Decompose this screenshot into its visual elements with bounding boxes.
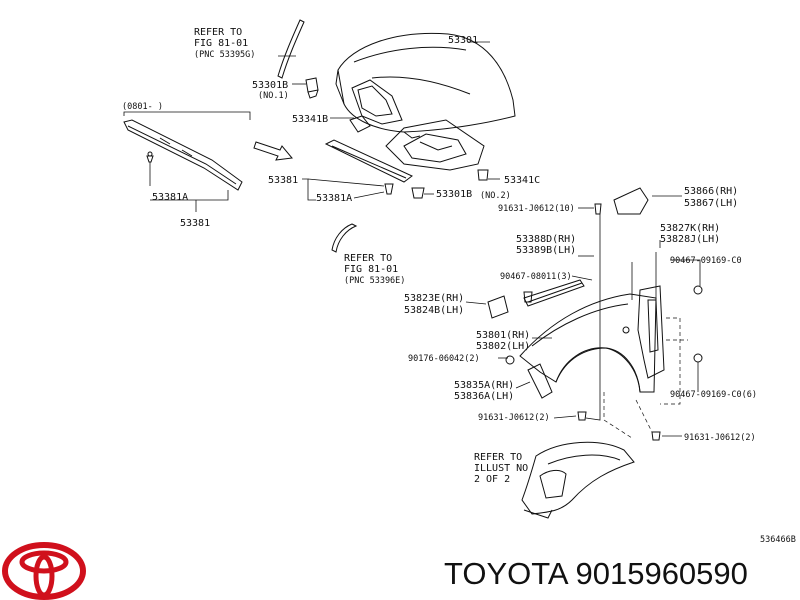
part-label-53301B-bottom: 53301B — [436, 189, 472, 200]
hood-strip-part-middle — [324, 139, 413, 183]
hood-bumper-part — [411, 169, 489, 199]
part-label-53802: 53802(LH) — [476, 341, 530, 352]
part-label-53828J: 53828J(LH) — [660, 234, 720, 245]
clip-label-90467-09169-c0: 90467-09169-C0 — [670, 256, 742, 266]
part-label-53867: 53867(LH) — [684, 198, 738, 209]
hood-strip-part-left — [123, 119, 243, 191]
direction-arrow — [253, 141, 293, 161]
bolt-label-91631-10: 91631-J0612(10) — [498, 204, 575, 214]
part-label-53381-middle: 53381 — [268, 175, 298, 186]
part-label-53801: 53801(RH) — [476, 330, 530, 341]
hood-clip-top — [305, 77, 319, 99]
refer-label-2-line1: REFER TO — [344, 253, 392, 264]
refer-label-2-line3: (PNC 53396E) — [344, 276, 405, 286]
part-label-53835A: 53835A(RH) — [454, 380, 514, 391]
refer-label-3-line1: REFER TO — [474, 452, 522, 463]
fender-liner-part — [521, 441, 635, 519]
refer-label-3-line2: ILLUST NO — [474, 463, 528, 474]
leader-lines — [123, 41, 701, 437]
refer-label-1-line1: REFER TO — [194, 27, 242, 38]
refer-label-1-line3: (PNC 53395G) — [194, 50, 255, 60]
refer-label-2-line2: FIG 81-01 — [344, 264, 398, 275]
clip-label-90467-08011: 90467-08011(3) — [500, 272, 572, 282]
part-label-53381A-left: 53381A — [152, 192, 188, 203]
part-note-no2: (NO.2) — [480, 191, 511, 201]
fender-bracket-part-upper — [613, 187, 649, 215]
hood-clip-mid — [384, 183, 394, 195]
part-label-53381A-middle: 53381A — [316, 193, 352, 204]
toyota-logo — [2, 542, 86, 600]
weatherstrip-reference-mid — [331, 223, 358, 253]
hood-clip-left — [146, 151, 154, 163]
fender-part — [519, 293, 657, 393]
fender-protector-part — [637, 285, 665, 379]
part-label-53836A: 53836A(LH) — [454, 391, 514, 402]
part-label-53381-left: 53381 — [180, 218, 210, 229]
part-label-53301B-top: 53301B — [252, 80, 288, 91]
fender-bracket-part-lower — [527, 363, 553, 399]
refer-label-3-line3: 2 OF 2 — [474, 474, 510, 485]
part-label-53341C: 53341C — [504, 175, 540, 186]
fender-seal-part — [523, 279, 585, 307]
part-label-53823E: 53823E(RH) — [404, 293, 464, 304]
part-label-53341B: 53341B — [292, 114, 328, 125]
drawing-number: 536466B — [760, 535, 796, 545]
fender-bracket-part-mid — [487, 291, 533, 319]
clip-label-90176-06042: 90176-06042(2) — [408, 354, 480, 364]
hood-part — [335, 32, 516, 139]
part-label-53827K: 53827K(RH) — [660, 223, 720, 234]
part-label-53388D: 53388D(RH) — [516, 234, 576, 245]
weatherstrip-reference-top — [277, 19, 305, 79]
part-label-53866: 53866(RH) — [684, 186, 738, 197]
clip-label-90467-09169-c0-6: 90467-09169-C0(6) — [670, 390, 757, 400]
hood-insulator-part — [349, 115, 485, 171]
part-note-no1: (NO.1) — [258, 91, 289, 101]
range-label: (0801- ) — [122, 102, 163, 112]
part-label-53824B: 53824B(LH) — [404, 305, 464, 316]
bolt-label-91631-2-left: 91631-J0612(2) — [478, 413, 550, 423]
bolt-label-91631-2-right: 91631-J0612(2) — [684, 433, 756, 443]
brand-part-number: TOYOTA 9015960590 — [444, 556, 748, 591]
dashed-guide-lines — [603, 317, 688, 439]
part-label-53389B: 53389B(LH) — [516, 245, 576, 256]
refer-label-1-line2: FIG 81-01 — [194, 38, 248, 49]
part-label-53301: 53301 — [448, 35, 478, 46]
